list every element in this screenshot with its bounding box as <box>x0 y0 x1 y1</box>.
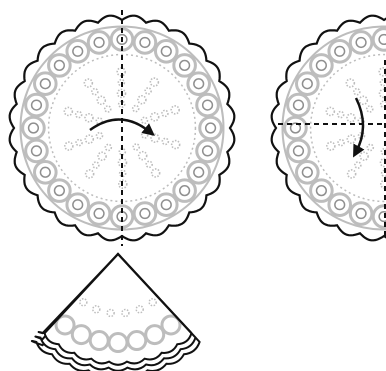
doily-step-1 <box>10 10 235 246</box>
folded-cone-result <box>32 254 200 371</box>
doily-step-2 <box>272 16 386 241</box>
